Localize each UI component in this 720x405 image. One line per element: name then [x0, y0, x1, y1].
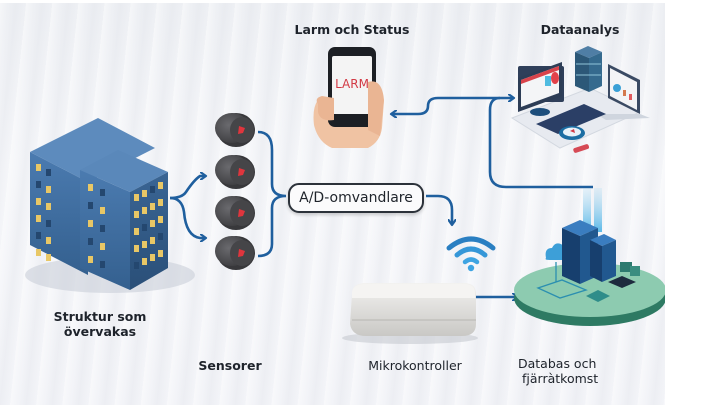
building-window	[88, 238, 93, 245]
building-window	[100, 189, 105, 196]
building-window	[150, 220, 155, 227]
label-structure-line1: Struktur som	[53, 309, 147, 324]
building-window	[158, 182, 163, 189]
diagram-canvas: A/D-omvandlare LARM Larm och Status Data…	[0, 3, 665, 405]
building-window	[36, 232, 41, 239]
building-window	[46, 186, 51, 193]
building-window	[150, 237, 155, 244]
sensor-icon	[215, 196, 255, 230]
building-window	[100, 261, 105, 268]
arrow-building-to-sensor-bottom	[169, 196, 205, 238]
building-window	[36, 215, 41, 222]
building-window	[134, 245, 139, 252]
building-window	[46, 220, 51, 227]
building-window	[100, 225, 105, 232]
smartphone-icon	[313, 47, 384, 148]
wifi-icon	[446, 236, 496, 272]
building-window	[36, 181, 41, 188]
building-window	[46, 237, 51, 244]
sensor-icon	[215, 113, 255, 147]
label-database-line2: fjärràtkomst	[522, 371, 599, 386]
ad-converter-box: A/D-omvandlare	[288, 183, 424, 213]
building-window	[88, 184, 93, 191]
building-window	[134, 211, 139, 218]
arrow-analysis-to-phone	[392, 96, 490, 114]
building-window	[36, 249, 41, 256]
building-window	[158, 250, 163, 257]
building-window	[158, 216, 163, 223]
phone-alarm-text: LARM	[335, 77, 369, 91]
label-database: Databas och fjärràtkomst	[518, 356, 618, 386]
building-window	[88, 256, 93, 263]
label-database-line1: Databas och	[518, 356, 597, 371]
arrow-building-to-sensor-top	[169, 176, 205, 200]
microcontroller-box-icon	[342, 283, 478, 344]
label-data-analysis: Dataanalys	[540, 22, 620, 37]
arrow-adc-to-wifi	[426, 194, 452, 224]
building-window	[142, 258, 147, 265]
building-window	[36, 198, 41, 205]
building-window	[142, 207, 147, 214]
building-window	[142, 224, 147, 231]
label-structure-line2: övervakas	[63, 324, 137, 339]
ad-converter-label: A/D-omvandlare	[299, 190, 413, 206]
building-window	[150, 186, 155, 193]
building-window	[150, 203, 155, 210]
diagram-graphics	[25, 46, 665, 344]
building-window	[36, 164, 41, 171]
building-window	[46, 169, 51, 176]
label-microcontroller: Mikrokontroller	[368, 358, 462, 373]
label-sensors: Sensorer	[198, 358, 262, 373]
building-window	[46, 203, 51, 210]
sensor-icon	[215, 155, 255, 189]
building-window	[134, 194, 139, 201]
building-window	[134, 262, 139, 269]
building-window	[158, 199, 163, 206]
line-database-to-analysis	[488, 96, 593, 189]
building-window	[88, 202, 93, 209]
sensor-bus-bracket	[257, 130, 287, 258]
building-windows	[36, 164, 163, 269]
building-window	[134, 228, 139, 235]
label-alarm-status: Larm och Status	[294, 22, 410, 37]
cloud-datacenter-icon	[514, 188, 665, 326]
building-window	[46, 254, 51, 261]
workstation-icon	[510, 46, 650, 153]
building-window	[100, 207, 105, 214]
building-window	[142, 190, 147, 197]
building-window	[150, 254, 155, 261]
sensor-icon	[215, 236, 255, 270]
building-window	[158, 233, 163, 240]
building-window	[142, 241, 147, 248]
building-window	[100, 243, 105, 250]
label-structure: Struktur som övervakas	[40, 309, 160, 339]
building-window	[88, 220, 93, 227]
sensor-group	[215, 113, 255, 270]
